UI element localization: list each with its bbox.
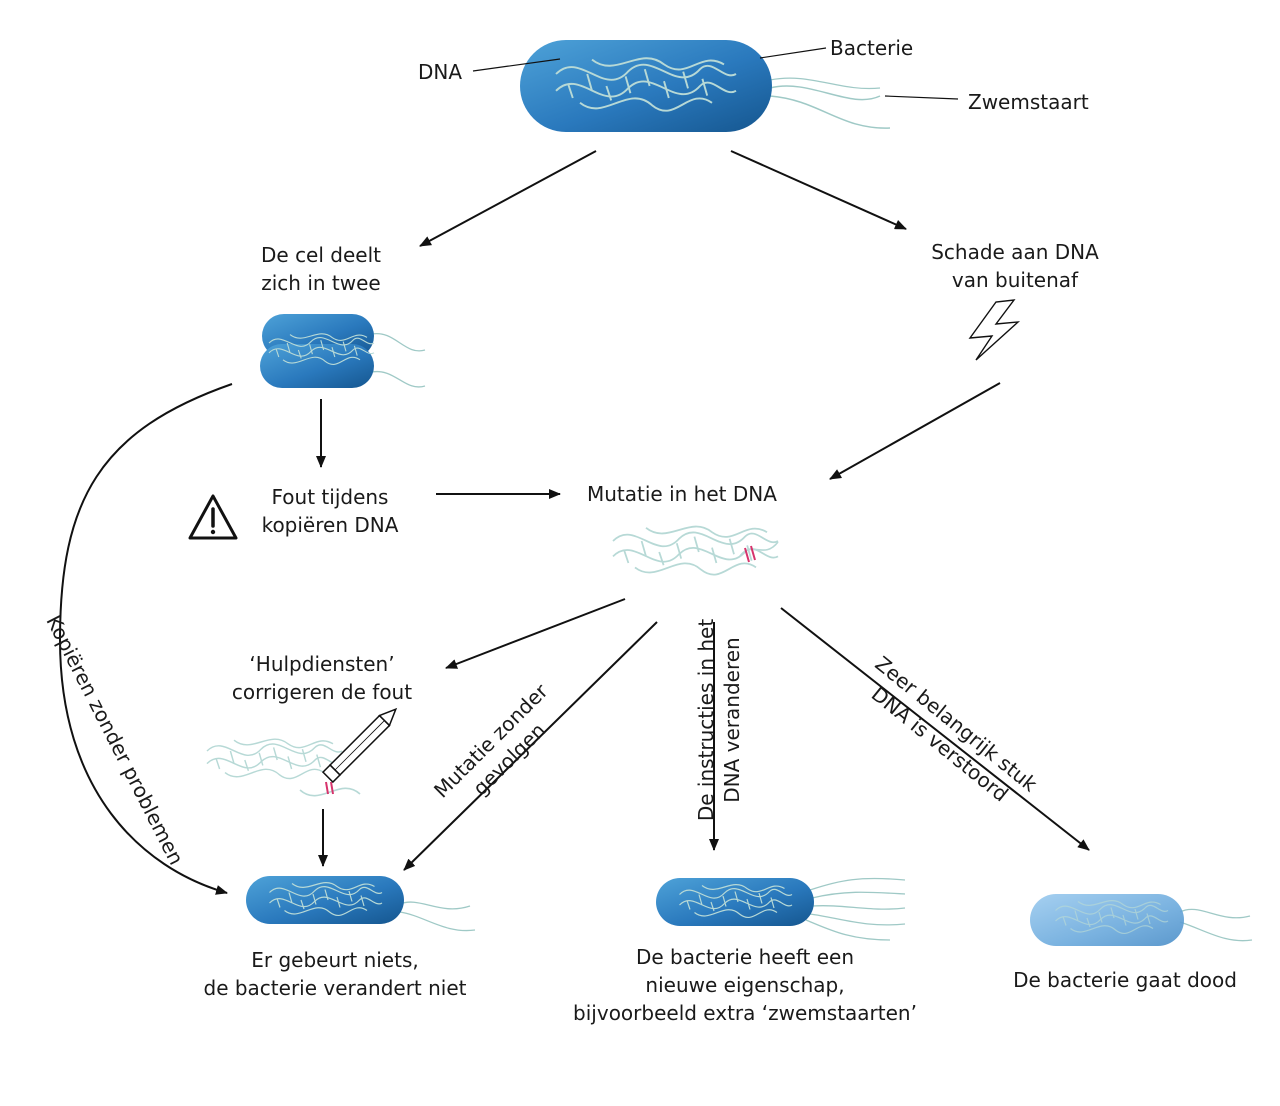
bacterie-pointer xyxy=(759,47,827,59)
unchanged-bacterium xyxy=(246,876,476,932)
label-new-trait: De bacterie heeft een nieuwe eigenschap,… xyxy=(573,945,917,1025)
main-bacterium xyxy=(520,40,891,132)
dead-bacterium xyxy=(1030,894,1253,946)
lightning-icon xyxy=(968,299,1021,361)
label-cell-division: De cel deelt zich in twee xyxy=(261,243,381,295)
label-dna: DNA xyxy=(418,60,463,84)
label-damage: Schade aan DNA van buitenaf xyxy=(931,240,1099,292)
dna-pointer xyxy=(472,58,561,72)
label-instructions-change: De instructies in het DNA veranderen xyxy=(694,618,744,822)
arrow-to-cell-division xyxy=(419,150,597,247)
arrow-mutation-no-effect xyxy=(403,621,658,871)
arrow-damage-to-mutation xyxy=(829,382,1001,480)
warning-icon xyxy=(188,494,238,540)
new-trait-bacterium xyxy=(656,877,906,941)
mutated-dna xyxy=(612,525,779,576)
label-nothing-happens: Er gebeurt niets, de bacterie verandert … xyxy=(203,948,467,1000)
flagellum xyxy=(769,85,881,101)
label-zwemstaart: Zwemstaart xyxy=(968,90,1089,114)
label-mutation: Mutatie in het DNA xyxy=(587,482,777,506)
label-bacterie: Bacterie xyxy=(830,36,914,60)
label-copy-error: Fout tijdens kopiëren DNA xyxy=(261,485,399,537)
arrows xyxy=(58,150,1090,895)
zwemstaart-pointer xyxy=(884,95,959,100)
arrow-to-damage xyxy=(730,150,907,230)
repair-dna xyxy=(206,738,361,797)
arrow-dna-disrupted xyxy=(780,607,1090,851)
label-repair: ‘Hulpdiensten’ corrigeren de fout xyxy=(231,652,413,704)
label-dies: De bacterie gaat dood xyxy=(1013,968,1237,992)
mutation-mark xyxy=(744,547,750,563)
arrow-to-repair xyxy=(445,598,626,669)
dividing-bacterium xyxy=(260,314,426,388)
arrow-no-problems xyxy=(58,383,233,895)
pencil-icon xyxy=(321,707,398,784)
